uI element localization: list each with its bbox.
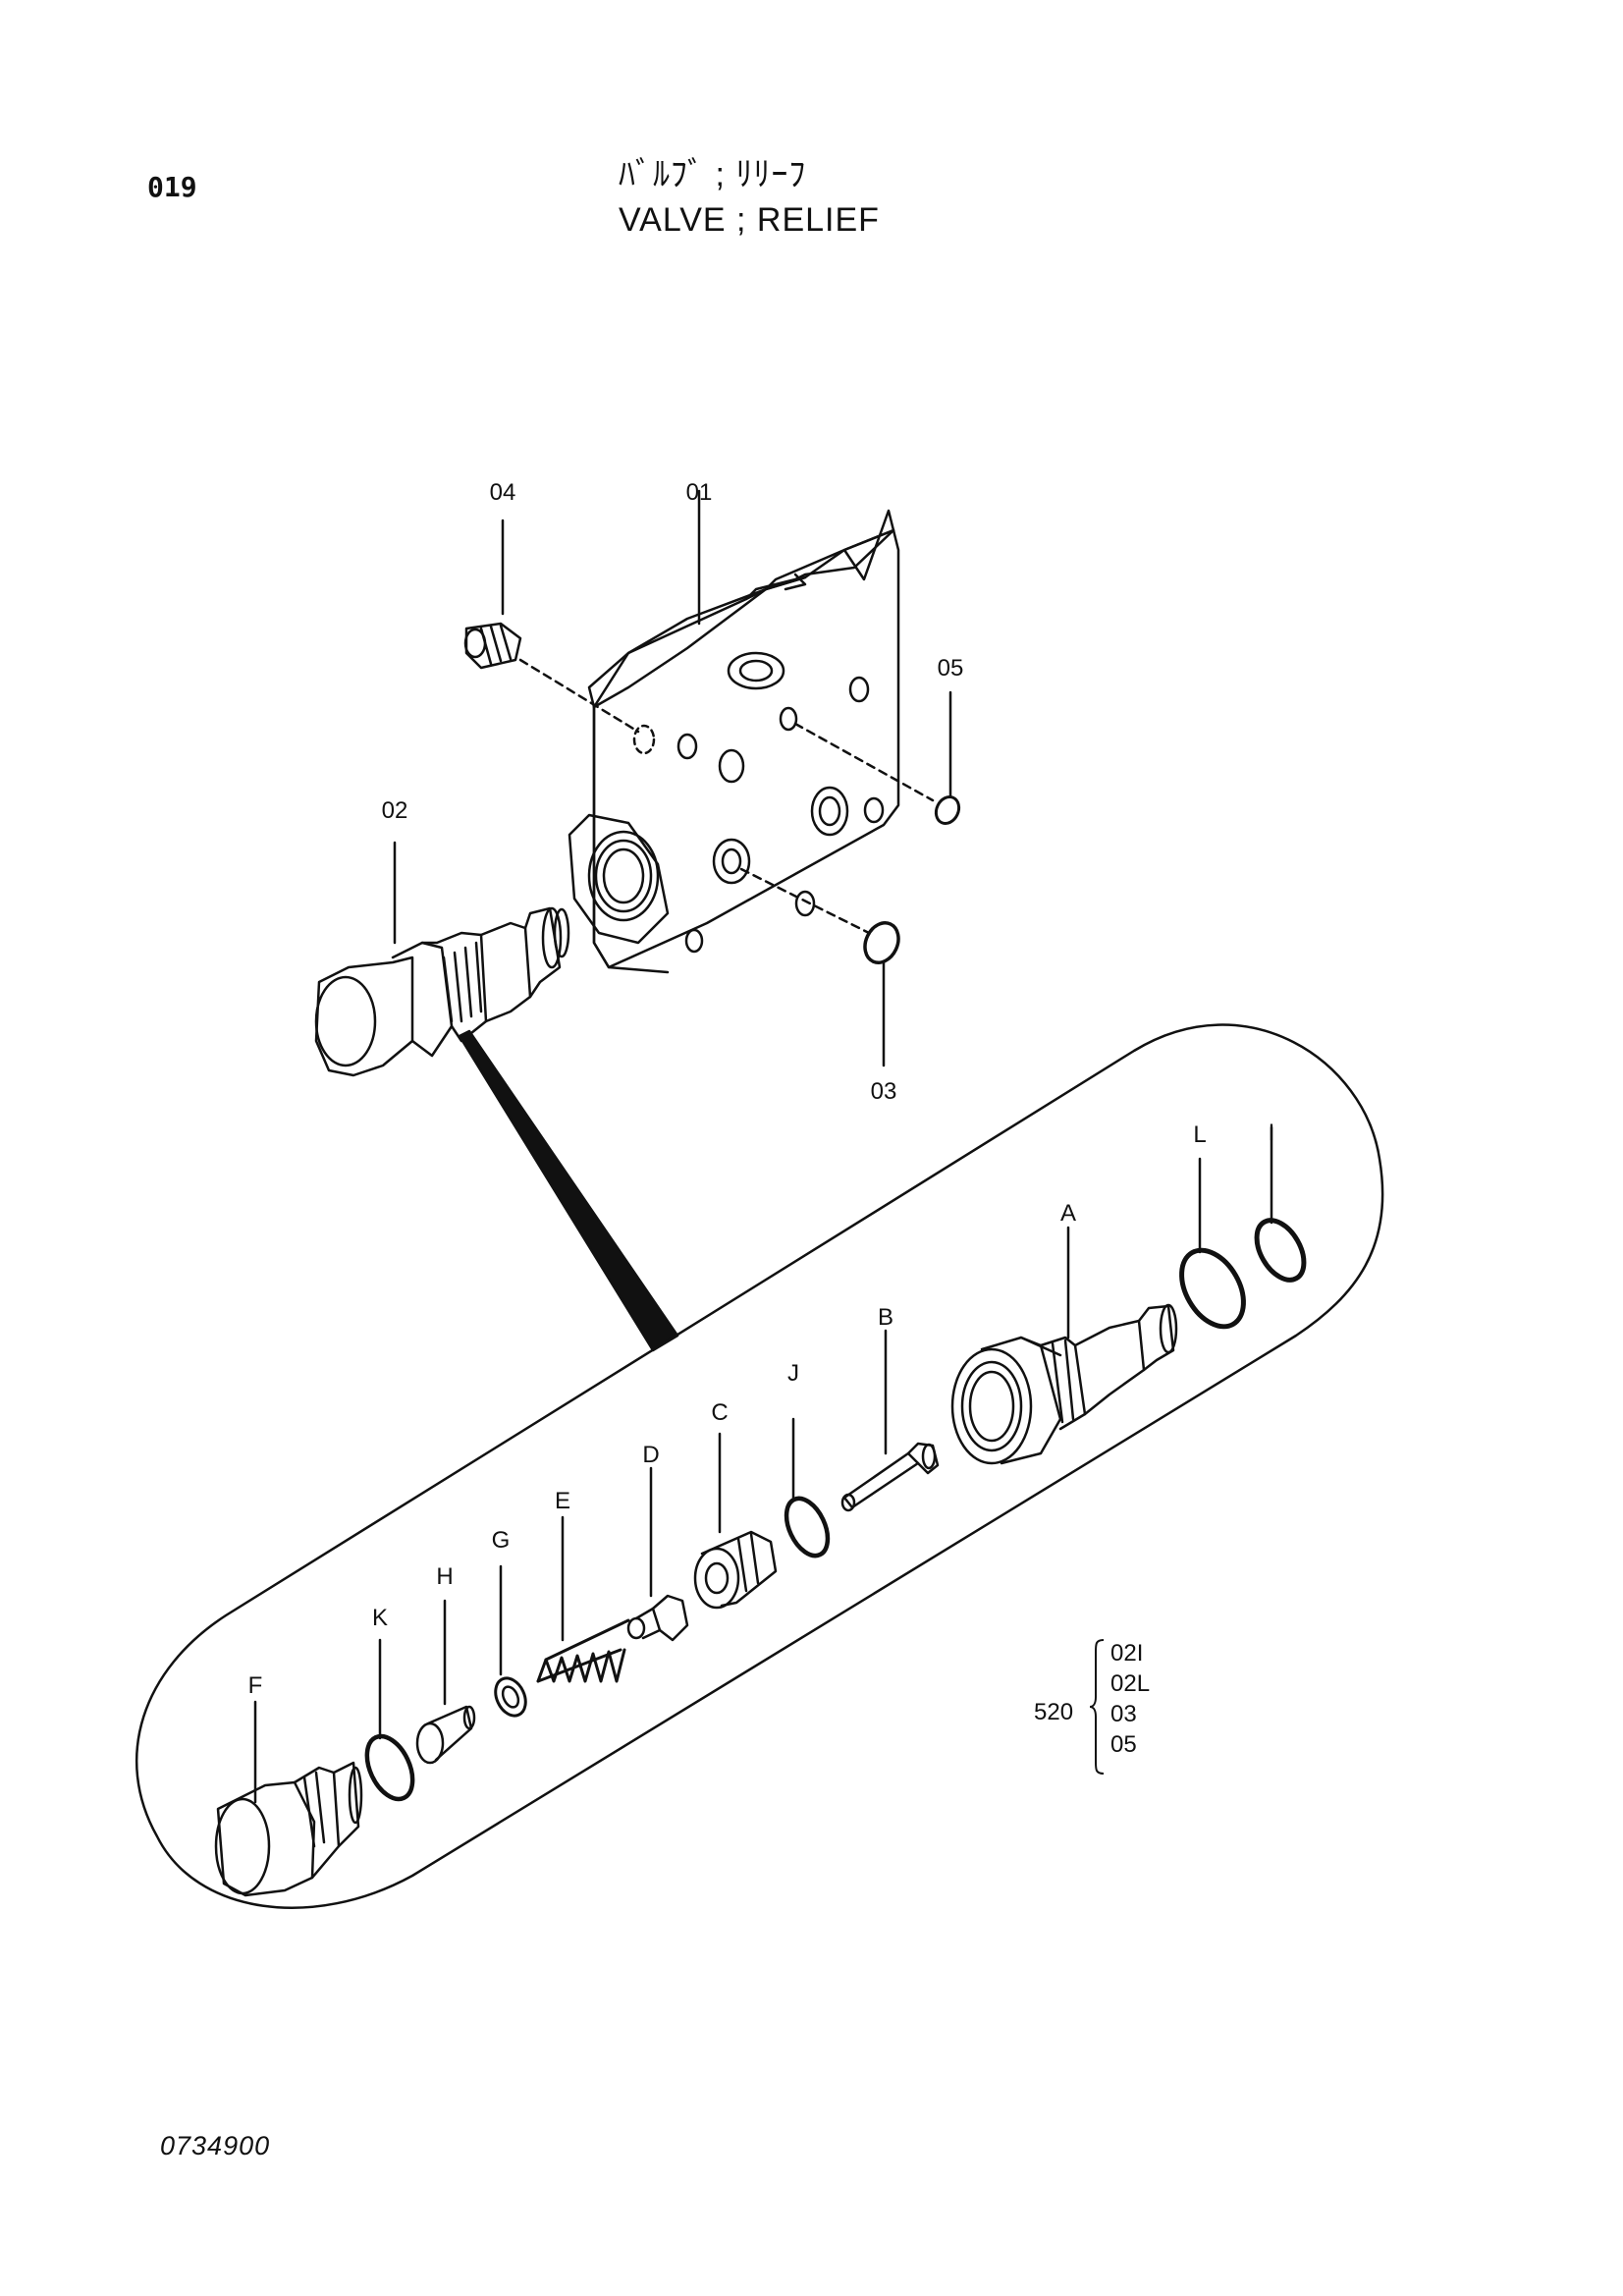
valve-body <box>568 509 900 974</box>
title-japanese: ﾊﾞﾙﾌﾞ ; ﾘﾘｰﾌ <box>619 156 807 193</box>
drawing-code: 0734900 <box>160 2131 271 2160</box>
washer-G-inner <box>501 1685 520 1709</box>
o-ring-J <box>784 1496 831 1558</box>
callout-K: K <box>371 1605 389 1631</box>
o-ring-L <box>1179 1247 1246 1330</box>
plug-04 <box>463 622 522 670</box>
dash-05 <box>793 722 935 802</box>
o-ring-K <box>364 1733 415 1802</box>
callout-F: F <box>247 1672 263 1699</box>
brace-icon <box>1089 1639 1105 1775</box>
callout-03: 03 <box>870 1078 897 1105</box>
kit-item: 05 <box>1110 1731 1137 1758</box>
callout-A: A <box>1059 1200 1077 1227</box>
detail-pointer <box>458 1029 679 1352</box>
callout-E: E <box>554 1488 571 1514</box>
title-english: VALVE ; RELIEF <box>619 201 880 239</box>
callout-01: 01 <box>685 479 713 506</box>
part-D <box>626 1594 689 1642</box>
kit-number: 520 <box>1034 1699 1074 1725</box>
detail-outline <box>135 1023 1384 1909</box>
callout-G: G <box>491 1527 511 1554</box>
part-B <box>840 1442 940 1512</box>
kit-item: 02L <box>1110 1670 1151 1697</box>
kit-items: 02I 02L 03 05 <box>1110 1638 1150 1760</box>
kit-item: 03 <box>1110 1701 1137 1727</box>
callout-04: 04 <box>489 479 516 506</box>
callout-I: I <box>1268 1120 1275 1146</box>
callout-H: H <box>436 1563 454 1590</box>
callout-05: 05 <box>937 655 964 682</box>
relief-valve-02 <box>314 906 570 1077</box>
dash-04 <box>518 658 640 734</box>
o-ring-03 <box>863 921 900 964</box>
pin-H <box>415 1705 476 1765</box>
part-A <box>950 1303 1178 1465</box>
callout-D: D <box>642 1442 660 1468</box>
callout-02: 02 <box>381 797 408 824</box>
plug-F <box>214 1761 363 1897</box>
callout-L: L <box>1193 1121 1207 1148</box>
callout-B: B <box>877 1304 894 1331</box>
kit-item: 02I <box>1110 1640 1144 1667</box>
o-ring-I <box>1254 1218 1307 1283</box>
callout-J: J <box>787 1360 799 1387</box>
callout-C: C <box>711 1399 729 1426</box>
page-number: 019 <box>147 171 197 203</box>
part-C <box>693 1530 778 1610</box>
washer-G <box>494 1676 527 1718</box>
o-ring-05 <box>934 794 961 826</box>
dash-03 <box>739 867 871 935</box>
spring-E <box>536 1618 630 1683</box>
